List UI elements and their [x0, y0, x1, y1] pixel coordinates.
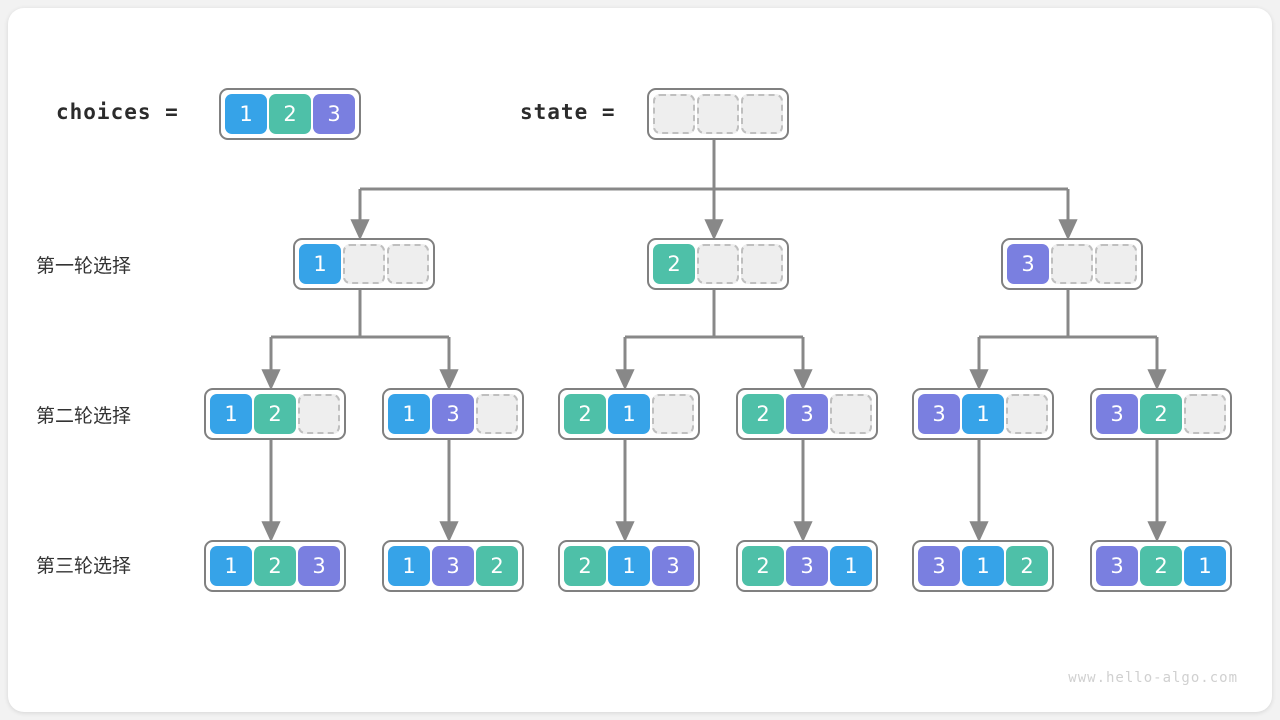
level3-node-0-cell-0: 1: [210, 546, 252, 586]
level3-node-1-cell-1: 3: [432, 546, 474, 586]
level2-node-2-cell-1: 1: [608, 394, 650, 434]
level1-node-0-cell-2: [387, 244, 429, 284]
level2-node-5-cell-2: [1184, 394, 1226, 434]
level3-node-1-cell-2: 2: [476, 546, 518, 586]
level1-node-1: 2: [647, 238, 789, 290]
level2-node-4-cell-1: 1: [962, 394, 1004, 434]
state-cell-2: [741, 94, 783, 134]
level1-node-1-cell-2: [741, 244, 783, 284]
level3-node-1-cell-0: 1: [388, 546, 430, 586]
level3-node-5-cell-1: 2: [1140, 546, 1182, 586]
level3-node-3: 2 3 1: [736, 540, 878, 592]
level3-node-5-cell-0: 3: [1096, 546, 1138, 586]
diagram-stage: choices = 1 2 3 state = 第一轮选择 第二轮选择 第三轮选…: [8, 8, 1272, 712]
level2-node-1-cell-2: [476, 394, 518, 434]
choices-cell-2: 3: [313, 94, 355, 134]
level3-node-4-cell-1: 1: [962, 546, 1004, 586]
level2-node-0-cell-0: 1: [210, 394, 252, 434]
level3-node-2: 2 1 3: [558, 540, 700, 592]
level2-node-4-cell-2: [1006, 394, 1048, 434]
level2-node-3-cell-2: [830, 394, 872, 434]
level3-node-3-cell-1: 3: [786, 546, 828, 586]
level3-node-5-cell-2: 1: [1184, 546, 1226, 586]
connector-lines: [261, 132, 1167, 543]
level3-node-4-cell-2: 2: [1006, 546, 1048, 586]
state-array: [647, 88, 789, 140]
level3-node-0: 1 2 3: [204, 540, 346, 592]
level1-node-1-cell-1: [697, 244, 739, 284]
level3-node-2-cell-0: 2: [564, 546, 606, 586]
level2-node-0: 1 2: [204, 388, 346, 440]
level1-node-2-cell-1: [1051, 244, 1093, 284]
level3-node-4-cell-0: 3: [918, 546, 960, 586]
watermark: www.hello-algo.com: [1068, 670, 1238, 686]
level3-node-5: 3 2 1: [1090, 540, 1232, 592]
level2-node-3-cell-0: 2: [742, 394, 784, 434]
level2-node-4-cell-0: 3: [918, 394, 960, 434]
level3-node-0-cell-1: 2: [254, 546, 296, 586]
state-cell-0: [653, 94, 695, 134]
level2-node-1-cell-0: 1: [388, 394, 430, 434]
level1-node-2-cell-0: 3: [1007, 244, 1049, 284]
level3-node-3-cell-2: 1: [830, 546, 872, 586]
level2-node-1-cell-1: 3: [432, 394, 474, 434]
level3-row-label: 第三轮选择: [36, 555, 132, 577]
level2-node-0-cell-1: 2: [254, 394, 296, 434]
choices-cell-0: 1: [225, 94, 267, 134]
choices-array: 1 2 3: [219, 88, 361, 140]
level3-node-2-cell-1: 1: [608, 546, 650, 586]
level3-node-4: 3 1 2: [912, 540, 1054, 592]
level1-node-0: 1: [293, 238, 435, 290]
level3-node-2-cell-2: 3: [652, 546, 694, 586]
diagram-card: choices = 1 2 3 state = 第一轮选择 第二轮选择 第三轮选…: [8, 8, 1272, 712]
level1-node-1-cell-0: 2: [653, 244, 695, 284]
level2-node-0-cell-2: [298, 394, 340, 434]
level3-node-3-cell-0: 2: [742, 546, 784, 586]
level3-node-1: 1 3 2: [382, 540, 524, 592]
level2-node-5: 3 2: [1090, 388, 1232, 440]
choices-label: choices =: [56, 100, 179, 124]
level2-node-5-cell-1: 2: [1140, 394, 1182, 434]
level1-row-label: 第一轮选择: [36, 255, 132, 277]
level2-node-3: 2 3: [736, 388, 878, 440]
level2-node-1: 1 3: [382, 388, 524, 440]
level2-node-2-cell-0: 2: [564, 394, 606, 434]
level2-node-5-cell-0: 3: [1096, 394, 1138, 434]
level1-node-0-cell-0: 1: [299, 244, 341, 284]
level2-node-3-cell-1: 3: [786, 394, 828, 434]
level1-node-2: 3: [1001, 238, 1143, 290]
level1-node-0-cell-1: [343, 244, 385, 284]
level2-node-2-cell-2: [652, 394, 694, 434]
state-cell-1: [697, 94, 739, 134]
level2-node-2: 2 1: [558, 388, 700, 440]
level3-node-0-cell-2: 3: [298, 546, 340, 586]
level2-row-label: 第二轮选择: [36, 405, 132, 427]
state-label: state =: [520, 100, 616, 124]
level2-node-4: 3 1: [912, 388, 1054, 440]
choices-cell-1: 2: [269, 94, 311, 134]
level1-node-2-cell-2: [1095, 244, 1137, 284]
